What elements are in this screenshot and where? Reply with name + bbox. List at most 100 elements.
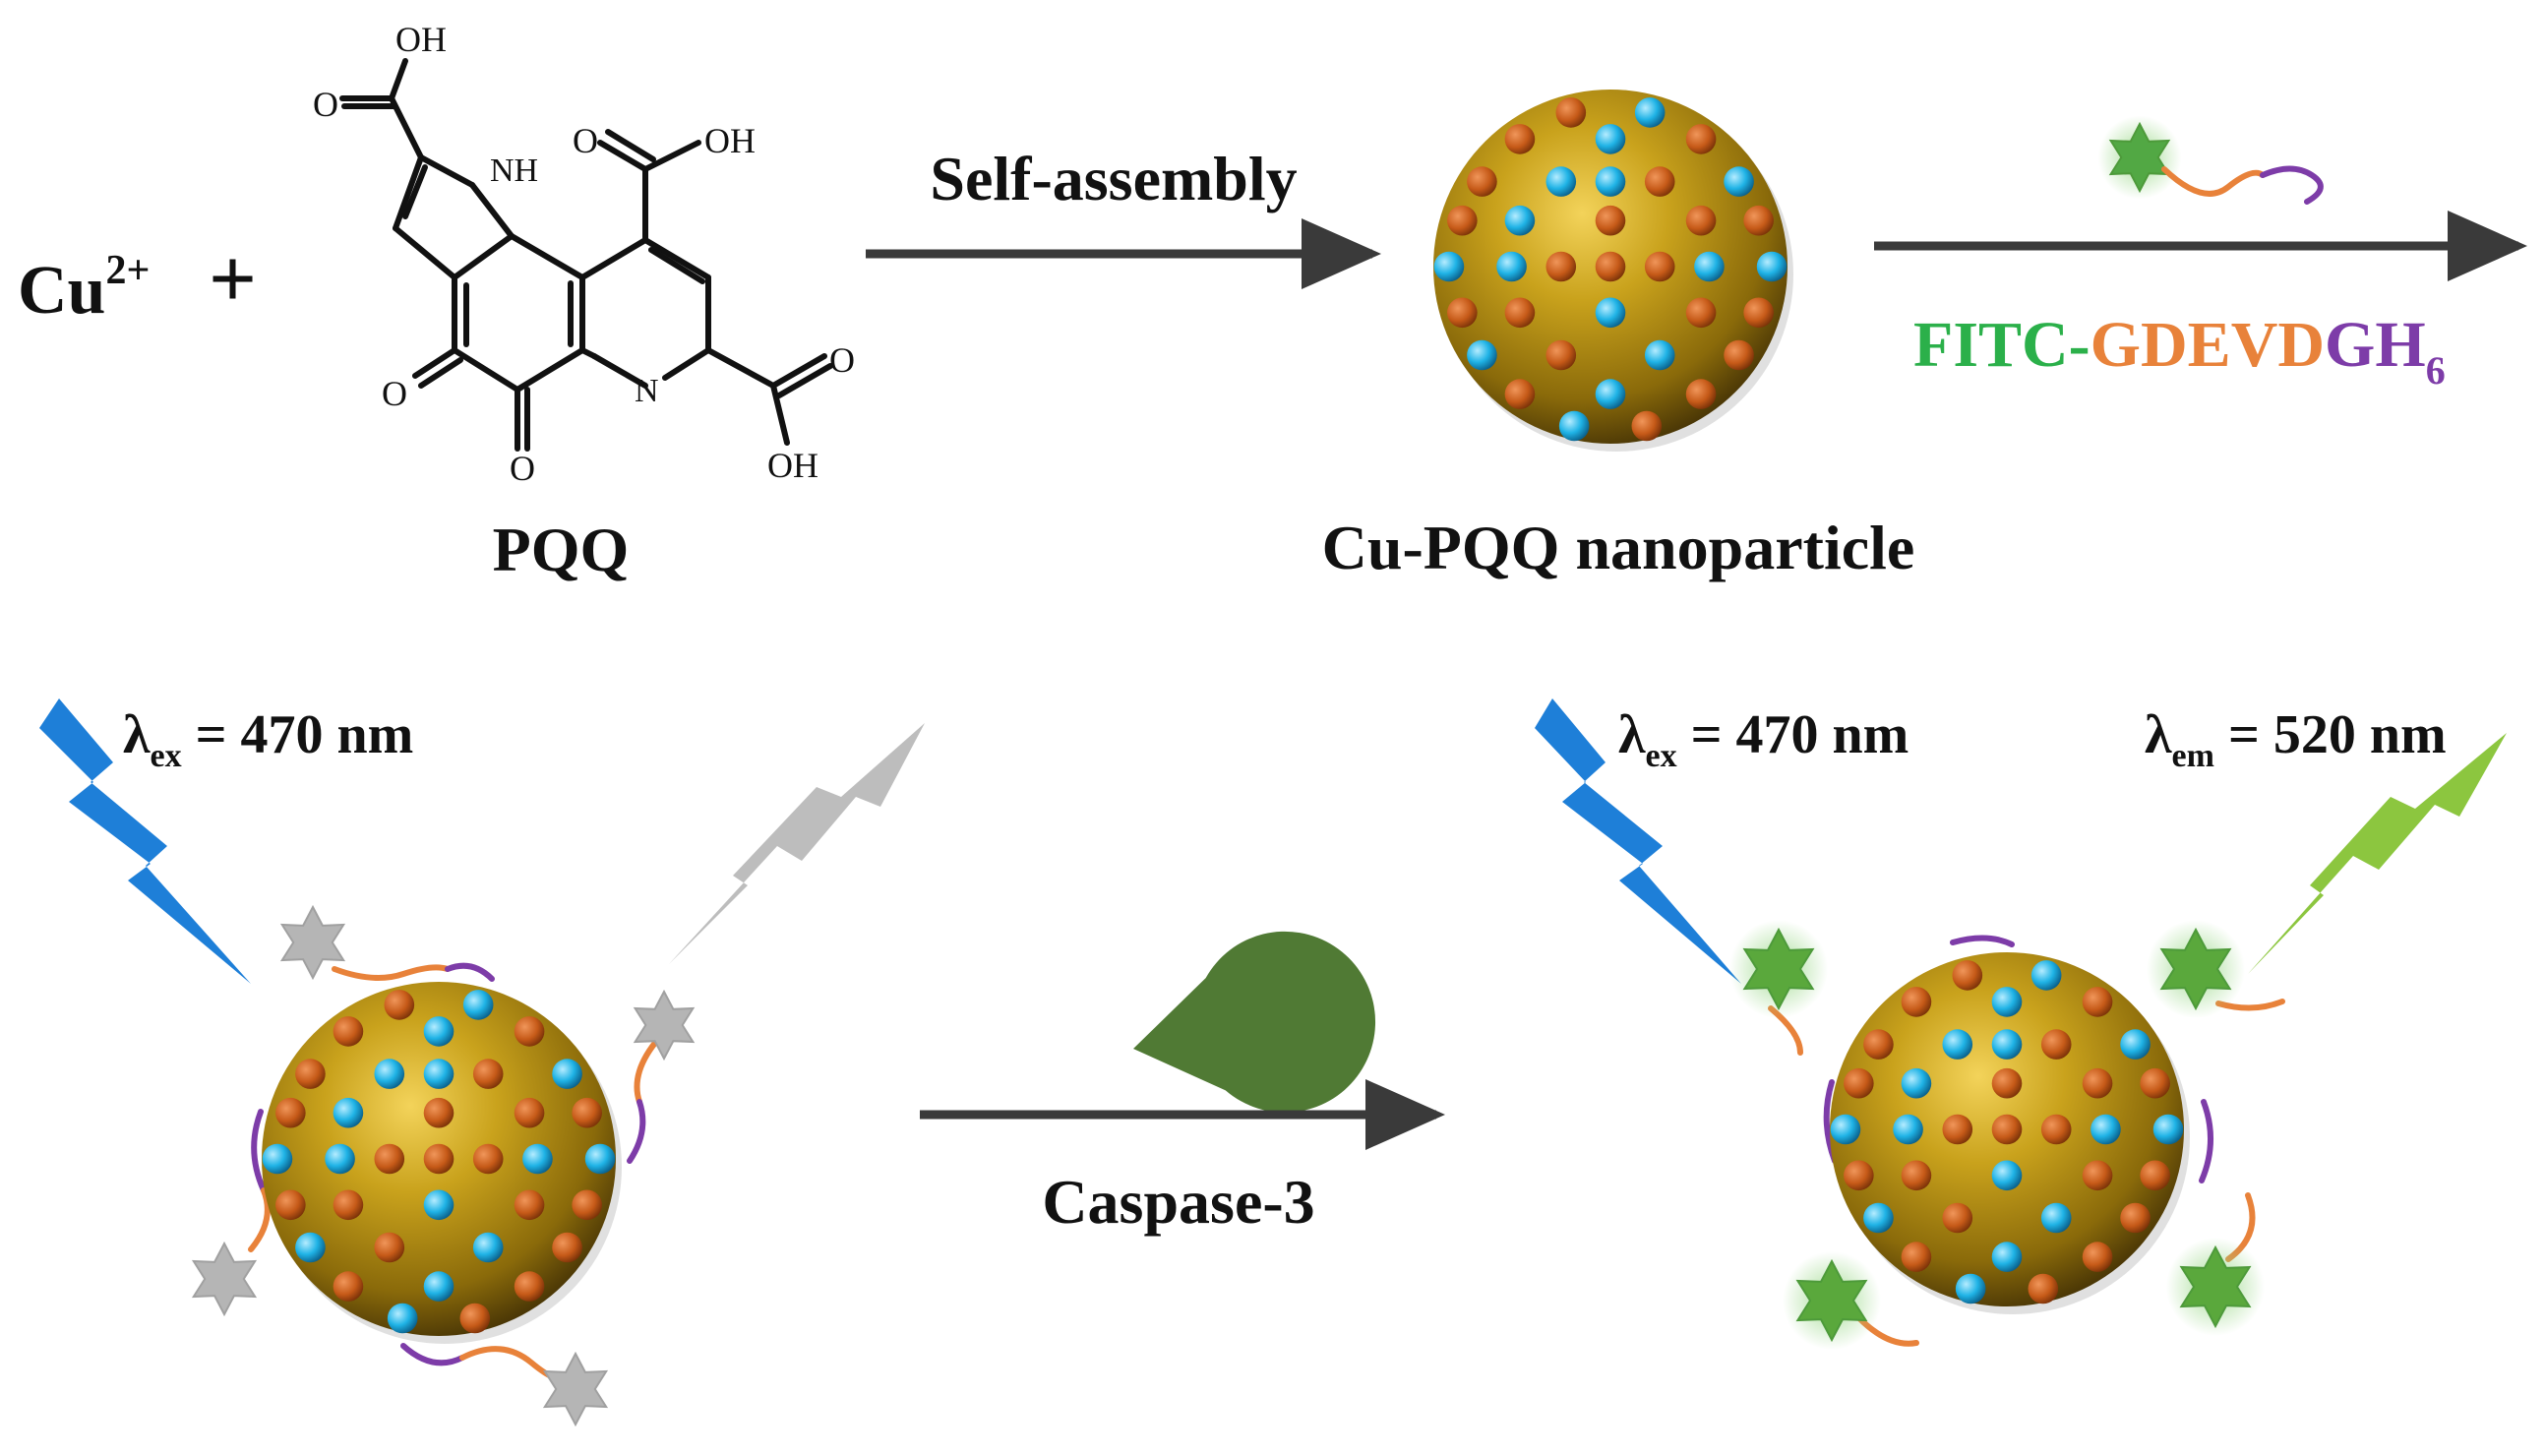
- cyan-dot: [2091, 1114, 2121, 1145]
- pqq-bond-27: [579, 347, 597, 359]
- orange-dot: [275, 1097, 306, 1128]
- cyan-dot: [325, 1143, 355, 1175]
- orange-dot: [2082, 1067, 2113, 1099]
- pqq-bond-16: [509, 233, 585, 280]
- orange-dot: [1631, 410, 1663, 442]
- cyan-dot: [1694, 251, 1725, 282]
- atom-o-right: O: [573, 121, 598, 160]
- orange-dot: [1545, 339, 1577, 371]
- orange-dot: [2120, 1202, 2151, 1234]
- orange-dot: [1595, 251, 1626, 282]
- orange-dot: [2028, 1273, 2059, 1304]
- orange-dot: [1743, 205, 1774, 236]
- quenched-star-1: [279, 904, 346, 981]
- cyan-dot: [1756, 251, 1788, 282]
- bolt-shape-grey: [669, 723, 925, 964]
- orange-dot: [374, 1143, 405, 1175]
- peptide-gh: GH: [2325, 309, 2426, 381]
- orange-dot: [423, 1097, 454, 1128]
- orange-dot: [2140, 1067, 2170, 1099]
- cyan-dot: [552, 1059, 582, 1089]
- quenched-star-3: [191, 1241, 258, 1317]
- orange-dot: [572, 1189, 602, 1221]
- cyan-dot: [1830, 1114, 1861, 1145]
- pqq-bond-31: [642, 140, 701, 172]
- pqq-label: PQQ: [493, 515, 630, 584]
- orange-dot: [1467, 166, 1497, 197]
- cyan-dot: [423, 1189, 454, 1221]
- cyan-dot: [1991, 1242, 2023, 1272]
- pqq-bond-18: [418, 357, 463, 389]
- orange-dot: [1743, 297, 1774, 329]
- peptide-label: FITC-GDEVDGH6: [1913, 309, 2446, 393]
- orange-dot: [1595, 205, 1626, 236]
- atom-o-carboxyl: O: [829, 340, 855, 380]
- cyan-dot: [1634, 97, 1666, 128]
- orange-dot: [514, 1097, 545, 1128]
- cyan-dot: [1504, 205, 1536, 236]
- cyan-dot: [1942, 1029, 1973, 1060]
- cyan-dot: [1595, 124, 1626, 154]
- cyan-dot: [1863, 1202, 1894, 1234]
- orange-dot: [2040, 1029, 2072, 1060]
- pqq-bond-32: [705, 347, 776, 389]
- strand-left-orange: [248, 1187, 271, 1252]
- released-fitc-stars: [1729, 920, 2265, 1350]
- orange-dot: [1685, 124, 1717, 154]
- orange-dot: [423, 1143, 454, 1175]
- caspase-3-enzyme-icon: [1133, 931, 1375, 1113]
- lambda-ex-right: λex = 470 nm: [1618, 704, 1909, 774]
- cyan-dot: [1901, 1067, 1932, 1099]
- self-assembly-label: Self-assembly: [930, 144, 1297, 213]
- cyan-dot: [472, 1232, 504, 1263]
- orange-dot: [1991, 1114, 2023, 1145]
- pqq-bond-17: [412, 347, 457, 379]
- orange-dot: [1901, 987, 1932, 1017]
- pqq-bond-12: [452, 347, 520, 393]
- pqq-bond-4: [418, 154, 475, 188]
- pqq-bond-13: [515, 347, 585, 393]
- atom-nh: NH: [490, 152, 538, 189]
- strand-bottom-purple: [400, 1343, 465, 1366]
- cu-ion-label: Cu2+: [18, 248, 150, 329]
- orange-dot: [472, 1143, 504, 1175]
- cyan-dot: [387, 1303, 418, 1334]
- orange-dot: [514, 1189, 545, 1221]
- orange-dot: [384, 990, 415, 1020]
- emission-bolt-green: [2248, 733, 2507, 974]
- bolt-shape-right-blue: [1535, 698, 1741, 984]
- cyan-dot: [262, 1143, 293, 1175]
- orange-dot: [1844, 1067, 1874, 1099]
- cyan-dot: [2152, 1114, 2184, 1145]
- orange-dot: [1545, 251, 1577, 282]
- orange-dot: [2082, 1160, 2113, 1191]
- fluorescent-star-1: [1742, 927, 1815, 1011]
- pqq-bond-8: [469, 182, 515, 239]
- orange-dot: [1555, 97, 1587, 128]
- strand-top-purple: [1950, 935, 2015, 947]
- peptide-gdevd: GDEVD: [2091, 309, 2325, 381]
- strand-left-top-orange: [332, 964, 451, 981]
- orange-dot: [1942, 1202, 1973, 1234]
- cyan-dot: [2030, 960, 2062, 991]
- cyan-dot: [1595, 379, 1626, 409]
- orange-dot: [1901, 1242, 1932, 1272]
- orange-dot: [459, 1303, 491, 1334]
- fitc-star-top: [2108, 121, 2171, 194]
- quenched-fitc-stars: [191, 904, 696, 1427]
- cu-pqq-nanoparticle: [1433, 90, 1793, 452]
- orange-dot: [1447, 205, 1478, 236]
- cyan-dot: [1724, 166, 1754, 197]
- pqq-atom-labels: OH O NH O OH O O N O OH: [313, 20, 855, 488]
- quenched-star-2: [633, 989, 696, 1062]
- pqq-bond-22: [642, 237, 711, 280]
- orange-dot: [1644, 251, 1675, 282]
- orange-dot: [2082, 987, 2113, 1017]
- pqq-bond-30: [605, 129, 656, 162]
- orange-dot: [472, 1059, 504, 1089]
- orange-dot: [1504, 379, 1536, 409]
- fluorescent-star-2: [2159, 927, 2232, 1011]
- plus-sign: +: [209, 231, 257, 326]
- orange-dot: [2040, 1114, 2072, 1145]
